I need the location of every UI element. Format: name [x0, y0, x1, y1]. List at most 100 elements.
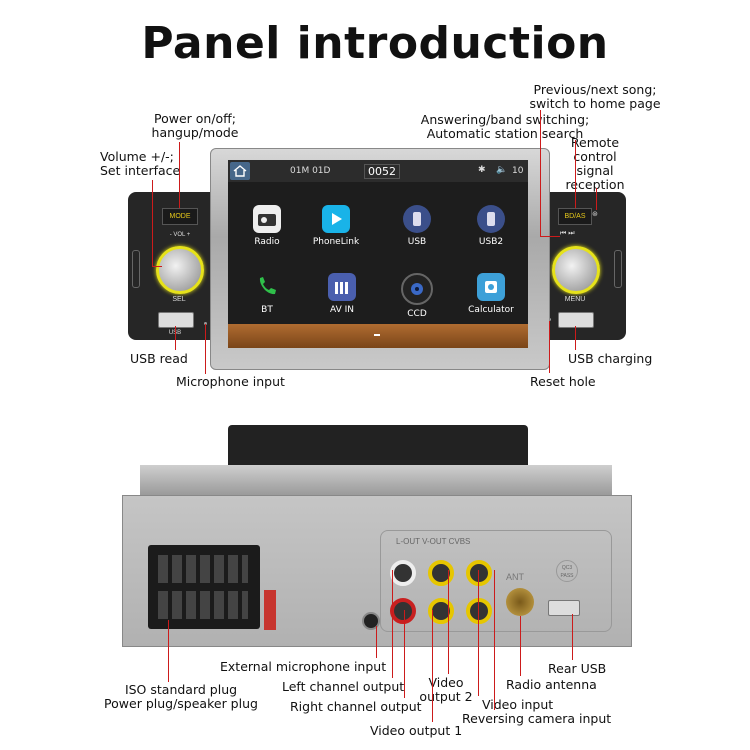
front-usb-port[interactable] — [158, 312, 194, 328]
app-label: BT — [261, 305, 273, 315]
touch-screen[interactable] — [228, 160, 528, 348]
calculator-icon — [477, 273, 505, 301]
speaker-icon: 🔈 — [496, 165, 508, 175]
qc-badge: QC3 PASS — [556, 560, 578, 582]
leader-iso — [168, 620, 169, 682]
leader-remote — [596, 188, 597, 210]
ext-mic-jack[interactable] — [362, 612, 380, 630]
app-label: USB2 — [478, 237, 504, 247]
label-usb-read: USB read — [130, 351, 188, 366]
app-usb2[interactable]: USB2 — [461, 205, 521, 247]
status-time: 0052 — [364, 164, 400, 179]
antenna-socket[interactable] — [506, 588, 534, 616]
app-ccd[interactable]: CCD — [387, 273, 447, 319]
iso-pins-top — [158, 555, 248, 583]
rca-reverse-cam[interactable] — [466, 598, 492, 624]
volume-knob[interactable] — [156, 246, 204, 294]
charge-usb-port[interactable] — [558, 312, 594, 328]
app-radio[interactable]: Radio — [237, 205, 297, 247]
label-prevnext: Previous/next song; switch to home page — [529, 82, 661, 111]
leader-left-ch — [392, 570, 393, 678]
iso-connector — [148, 545, 260, 629]
phone-icon — [253, 273, 281, 301]
label-video-in: Video input — [482, 697, 554, 712]
app-avin[interactable]: AV IN — [312, 273, 372, 315]
leader-video2 — [448, 570, 449, 674]
status-bar: 01M 01D 0052 ✱ 🔈 10 — [228, 160, 528, 182]
app-calculator[interactable]: Calculator — [461, 273, 521, 315]
bdas-label: BD/AS — [564, 213, 586, 220]
leader-rev-cam — [494, 570, 495, 710]
menu-knob[interactable] — [552, 246, 600, 294]
label-right-ch: Right channel output — [290, 699, 422, 714]
leader-prevnext — [540, 110, 541, 236]
label-rear-usb: Rear USB — [548, 661, 607, 676]
status-volume: 10 — [512, 166, 524, 176]
vol-label: - VOL + — [169, 232, 191, 238]
label-left-ch: Left channel output — [282, 679, 405, 694]
bluetooth-icon: ✱ — [478, 165, 486, 175]
leader-right-ch — [404, 610, 405, 698]
bdas-button[interactable]: BD/AS — [558, 208, 592, 225]
label-reset: Reset hole — [530, 374, 596, 389]
label-rev-cam: Reversing camera input — [462, 711, 612, 726]
app-label: PhoneLink — [312, 237, 360, 247]
leader-reset — [549, 321, 550, 373]
usb-icon — [403, 205, 431, 233]
app-bt[interactable]: BT — [237, 273, 297, 315]
avin-icon — [328, 273, 356, 301]
leader-ext-mic — [376, 626, 377, 658]
phonelink-icon — [322, 205, 350, 233]
leader-prevnext-h — [540, 236, 560, 237]
label-mic: Microphone input — [176, 374, 285, 389]
rca-video-in[interactable] — [466, 560, 492, 586]
app-label: Radio — [254, 237, 280, 247]
app-label: AV IN — [330, 305, 354, 315]
mic-hole — [204, 322, 207, 325]
radio-icon — [253, 205, 281, 233]
rear-usb-port[interactable] — [548, 600, 580, 616]
remote-sensor: ⊛ — [592, 211, 598, 218]
leader-volume — [152, 180, 153, 266]
usb2-icon — [477, 205, 505, 233]
dock-bar — [228, 324, 528, 348]
mode-button[interactable]: MODE — [162, 208, 198, 225]
app-usb[interactable]: USB — [387, 205, 447, 247]
leader-rear-usb — [572, 614, 573, 660]
label-radio-ant: Radio antenna — [506, 677, 597, 692]
mode-label: MODE — [169, 213, 191, 220]
leader-video-in — [478, 570, 479, 696]
label-ext-mic: External microphone input — [220, 659, 387, 674]
menu-label: MENU — [564, 296, 586, 303]
leader-answer — [575, 140, 576, 208]
app-phonelink[interactable]: PhoneLink — [306, 205, 366, 247]
label-power: Power on/off; hangup/mode — [151, 111, 239, 140]
right-slot — [614, 250, 622, 288]
prev-next-buttons[interactable]: ⏮ ⏭ — [560, 230, 575, 237]
page-title: Panel introduction — [141, 18, 609, 69]
page-indicator — [374, 334, 380, 336]
rca-left-out[interactable] — [390, 560, 416, 586]
app-label: CCD — [407, 309, 427, 319]
fuse — [264, 590, 276, 630]
sel-label: SEL — [172, 296, 186, 303]
home-icon[interactable] — [230, 162, 250, 180]
leader-power — [179, 142, 180, 208]
status-date: 01M 01D — [290, 166, 331, 176]
label-volume: Volume +/-; Set interface — [100, 149, 181, 178]
leader-volume-h — [152, 266, 162, 267]
leader-usb-read — [175, 326, 176, 350]
ant-text: ANT — [506, 572, 524, 582]
rca-right-out[interactable] — [390, 598, 416, 624]
label-answer: Answering/band switching; Automatic stat… — [420, 112, 590, 141]
label-remote: Remote control signal reception — [565, 135, 625, 192]
leader-usb-charge — [575, 326, 576, 350]
rear-rail — [140, 465, 612, 495]
label-video2: Video output 2 — [419, 675, 473, 704]
leader-video1 — [432, 610, 433, 722]
ports-text: L-OUT V-OUT CVBS — [396, 537, 471, 546]
label-usb-charge: USB charging — [568, 351, 653, 366]
camera-icon — [401, 273, 433, 305]
label-video1: Video output 1 — [370, 723, 463, 738]
rca-video-out-2[interactable] — [428, 560, 454, 586]
